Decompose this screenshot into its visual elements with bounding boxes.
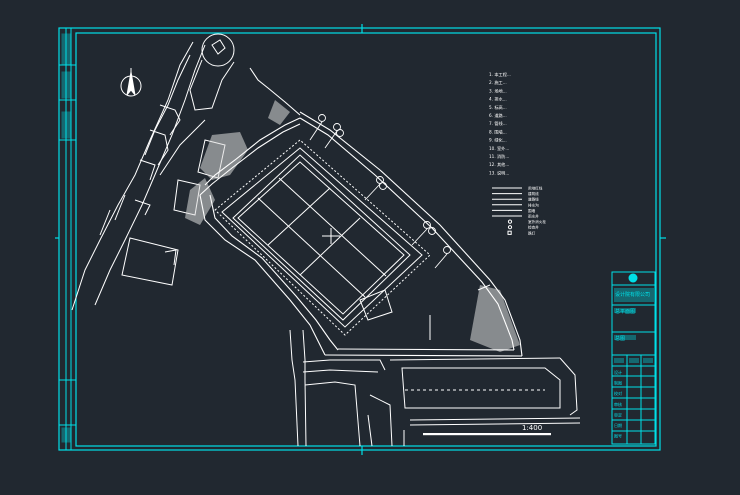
legend-label: 检查井	[528, 225, 539, 230]
legend-symbol	[507, 230, 512, 235]
legend-label: 围墙	[528, 208, 536, 213]
legend-label: 路灯	[528, 230, 536, 235]
landscape-stipple	[185, 100, 520, 352]
note-line: 1. 本工程...	[489, 71, 511, 78]
legend-label: 用地红线	[528, 186, 543, 191]
title-block-row-label: 审定	[614, 411, 622, 417]
callout-markers	[309, 114, 451, 269]
note-line: 6. 道路...	[489, 112, 507, 119]
west-road-linework	[71, 41, 206, 311]
note-line: 7. 管线...	[489, 120, 507, 127]
round-structure	[189, 33, 235, 111]
title-block-row-label: 日期	[614, 422, 622, 428]
note-line: 10. 室外...	[489, 145, 509, 152]
note-line: 12. 其他...	[489, 161, 509, 168]
note-line: 3. 场地...	[489, 87, 507, 94]
note-line: 11. 消防...	[489, 153, 509, 160]
scale-label: 1:400	[522, 424, 542, 432]
title-block-sheet: 总图	[615, 335, 625, 342]
service-building	[359, 284, 491, 340]
legend-symbol	[507, 225, 513, 230]
general-notes: 1. 本工程...2. 施工...3. 场地... 4. 排水...5. 标高..…	[489, 71, 511, 176]
title-block	[611, 271, 656, 445]
title-block-row-label: 审核	[614, 401, 622, 407]
note-line: 9. 绿化...	[489, 137, 507, 144]
note-line: 4. 排水...	[489, 96, 507, 103]
legend-symbol	[507, 219, 513, 224]
note-line: 13. 说明...	[489, 169, 509, 176]
north-arrow-icon	[120, 68, 142, 97]
note-line: 8. 围墙...	[489, 128, 507, 135]
legend-label: 建筑线	[528, 191, 539, 196]
title-block-company: 设计院有限公司	[615, 291, 650, 298]
legend-label: 道路线	[528, 197, 539, 202]
legend-label: 雨水井	[528, 214, 539, 219]
legend-label: 室外消火栓	[528, 219, 546, 224]
left-binding-strip	[59, 28, 76, 450]
south-road-linework	[289, 329, 581, 447]
title-block-row-label: 制图	[614, 380, 622, 386]
company-logo-icon	[628, 273, 638, 283]
note-line: 5. 标高...	[489, 104, 507, 111]
title-block-project: 总平面图	[615, 308, 635, 315]
title-block-row-label: 设计	[614, 369, 622, 375]
legend-label: 排水沟	[528, 202, 539, 207]
title-block-row-label: 图号	[614, 433, 622, 439]
note-line: 2. 施工...	[489, 79, 507, 86]
sheet-frame	[55, 24, 666, 455]
main-field-outline	[214, 139, 431, 336]
title-block-row-label: 校对	[614, 390, 622, 396]
scale-bar: 1:400	[423, 424, 551, 436]
site-boundary	[199, 67, 523, 357]
